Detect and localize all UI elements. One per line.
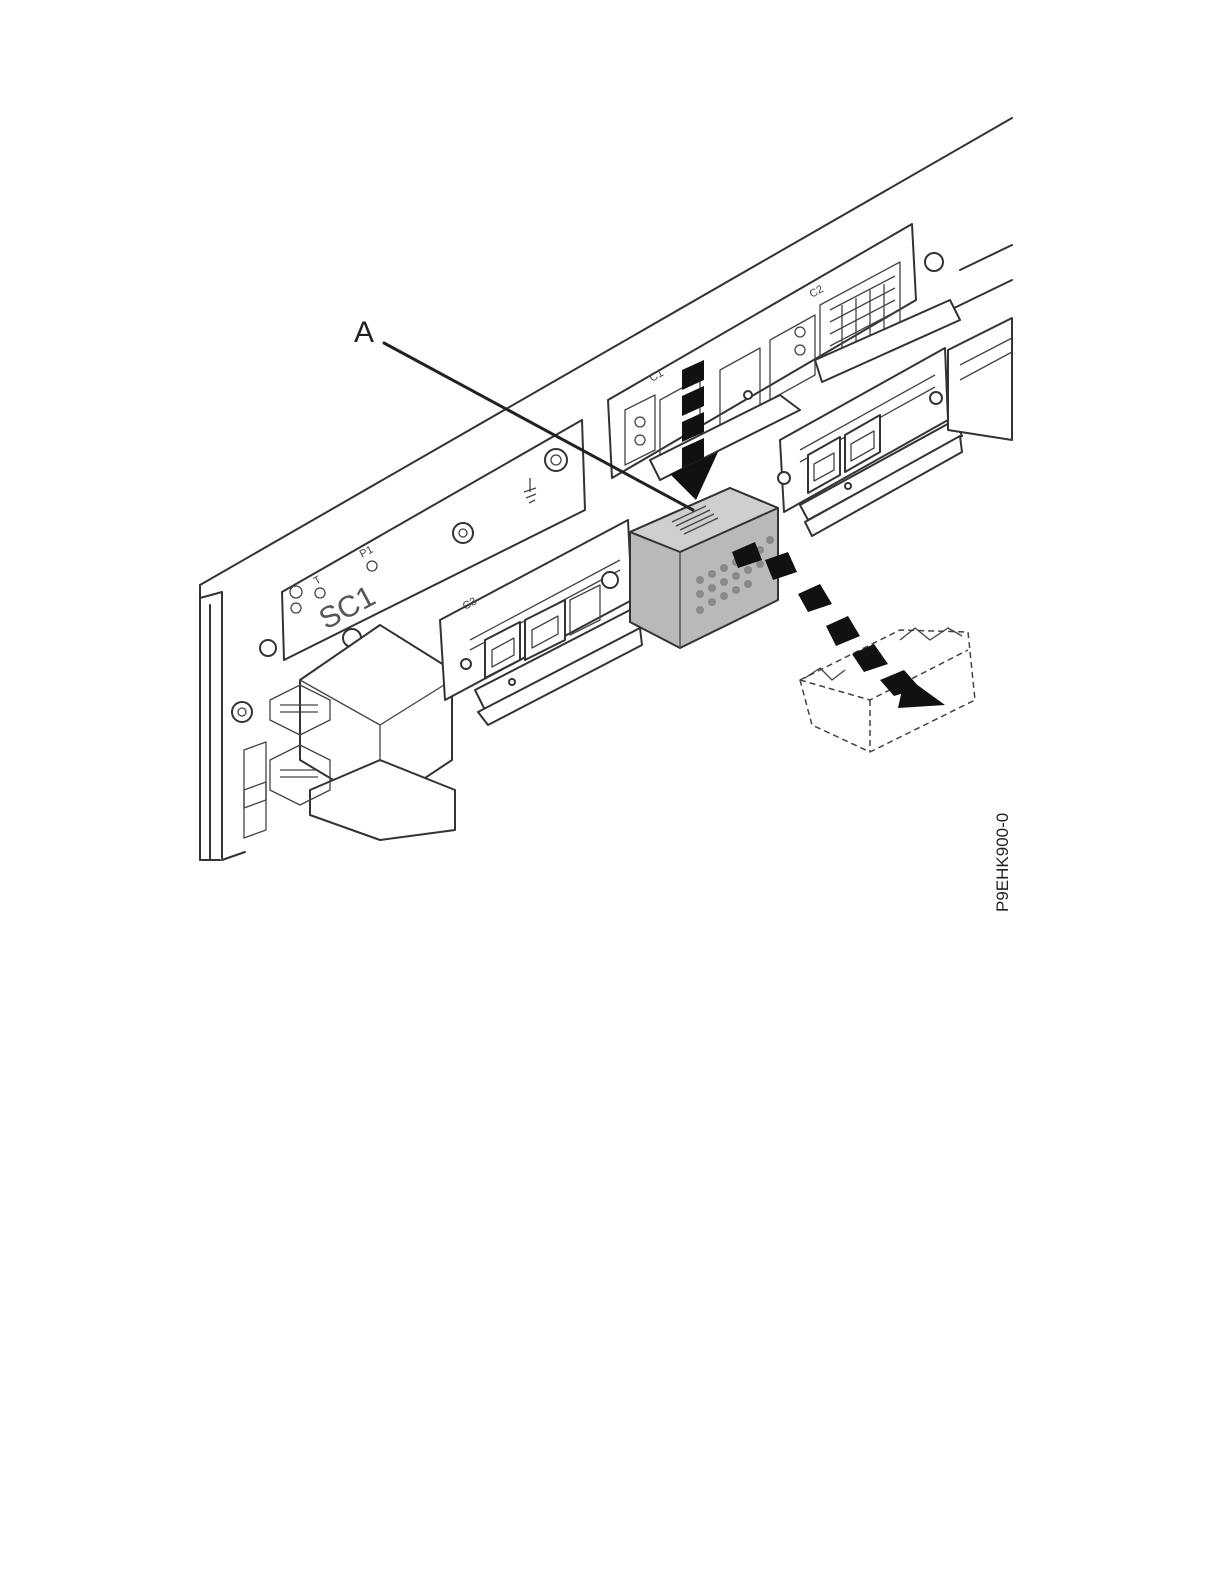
- removed-cover-outline: [800, 628, 975, 752]
- screw-icon: [260, 640, 276, 656]
- callout-label: A: [354, 316, 374, 349]
- port-cover: [630, 488, 778, 648]
- figure-id: P9EHK900-0: [993, 813, 1012, 912]
- screw-icon: [545, 449, 567, 471]
- left-connectors: [232, 625, 455, 840]
- screw-icon: [453, 523, 473, 543]
